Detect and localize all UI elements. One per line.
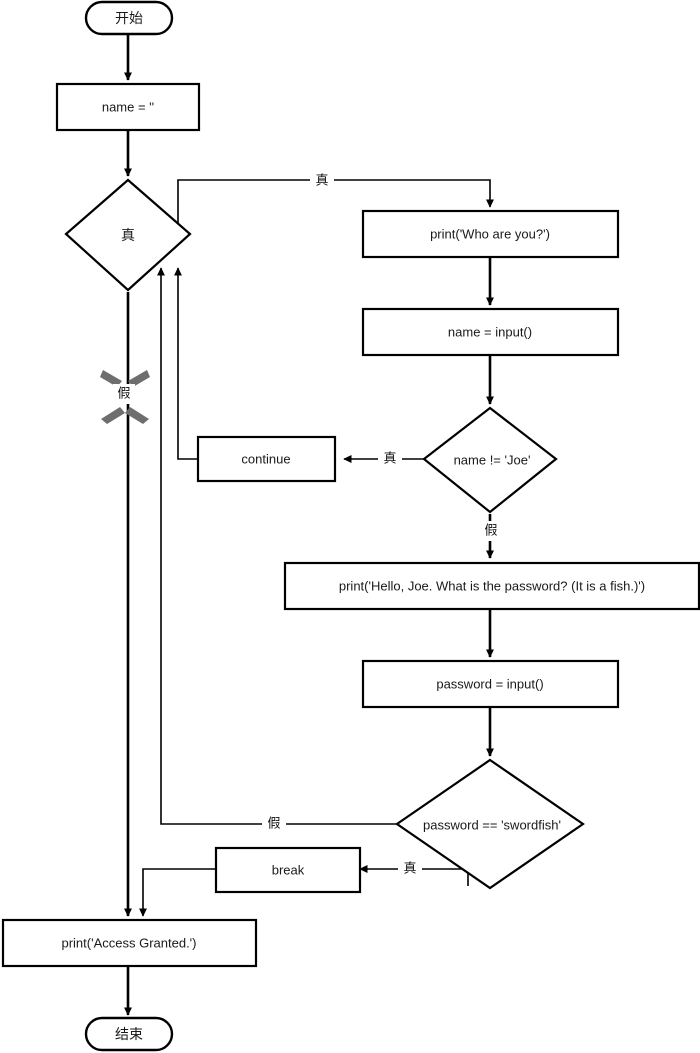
edge-label-password-false: 假 — [262, 814, 286, 834]
node-name-input[interactable]: name = input() — [361, 307, 620, 357]
node-print-hello[interactable]: print('Hello, Joe. What is the password?… — [283, 561, 700, 611]
node-end-label: 结束 — [115, 1027, 143, 1043]
edge-label-namecheck-true-text: 真 — [383, 452, 396, 467]
edge-label-namecheck-false: 假 — [479, 521, 503, 541]
node-name-check[interactable]: name != 'Joe' — [422, 406, 558, 514]
node-while-condition-label: 真 — [121, 228, 135, 244]
node-continue[interactable]: continue — [196, 435, 337, 483]
edge-label-while-false-text: 假 — [117, 387, 130, 402]
node-start[interactable]: 开始 — [84, 0, 174, 36]
node-print-granted[interactable]: print('Access Granted.') — [1, 918, 258, 968]
node-name-input-label: name = input() — [448, 324, 532, 339]
node-password-input[interactable]: password = input() — [361, 659, 620, 709]
node-name-init[interactable]: name = '' — [55, 82, 201, 132]
burst-decoration-icon — [100, 370, 150, 424]
node-end[interactable]: 结束 — [84, 1016, 174, 1052]
node-start-label: 开始 — [115, 11, 143, 27]
edge-label-namecheck-true: 真 — [378, 449, 402, 469]
edge-label-password-false-text: 假 — [267, 817, 280, 832]
edge-break-to-granted — [138, 868, 216, 917]
node-break-label: break — [272, 862, 305, 877]
node-print-who-label: print('Who are you?') — [430, 226, 550, 241]
edge-label-password-true-text: 真 — [403, 862, 416, 877]
node-break[interactable]: break — [214, 846, 362, 894]
edge-label-namecheck-false-text: 假 — [484, 524, 497, 539]
edge-label-while-true-text: 真 — [315, 174, 328, 189]
node-password-input-label: password = input() — [436, 676, 543, 691]
node-password-check[interactable]: password == 'swordfish' — [395, 758, 585, 890]
edge-label-while-false: 假 — [100, 370, 150, 424]
edge-label-while-true: 真 — [310, 170, 334, 190]
edge-continue-to-while — [174, 267, 198, 460]
edge-label-password-true: 真 — [398, 859, 422, 879]
node-while-condition[interactable]: 真 — [64, 178, 192, 292]
edge-password-false — [157, 267, 397, 825]
node-print-granted-label: print('Access Granted.') — [61, 935, 196, 950]
node-name-init-label: name = '' — [102, 99, 154, 114]
node-continue-label: continue — [241, 451, 290, 466]
node-password-check-label: password == 'swordfish' — [423, 817, 561, 832]
node-name-check-label: name != 'Joe' — [454, 452, 531, 467]
node-print-who[interactable]: print('Who are you?') — [361, 209, 620, 259]
node-print-hello-label: print('Hello, Joe. What is the password?… — [339, 578, 645, 593]
